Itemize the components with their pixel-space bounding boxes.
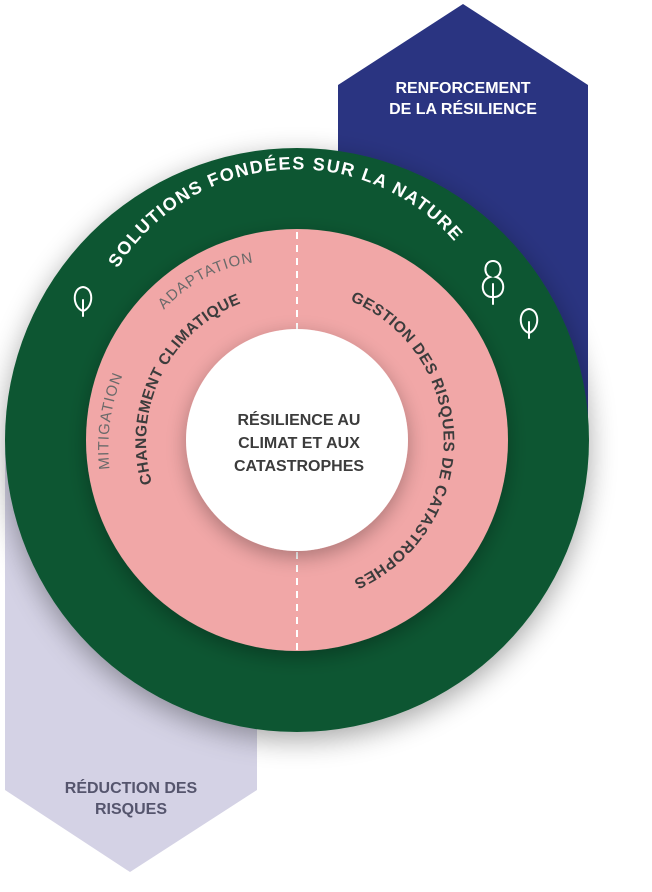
tree-icon bbox=[519, 307, 539, 339]
center-label-line1: RÉSILIENCE AU bbox=[238, 410, 361, 429]
center-circle bbox=[186, 329, 408, 551]
risk-reduction-label-line1: RÉDUCTION DES bbox=[65, 778, 198, 797]
resilience-strengthening-label-line1: RENFORCEMENT bbox=[395, 80, 530, 97]
center-label-line2: CLIMAT ET AUX bbox=[238, 435, 360, 452]
tree-icon bbox=[73, 285, 93, 317]
tree-icon bbox=[481, 259, 505, 305]
center-label-line3: CATASTROPHES bbox=[234, 458, 364, 475]
resilience-strengthening-label-line2: DE LA RÉSILIENCE bbox=[389, 99, 537, 118]
risk-reduction-label-line2: RISQUES bbox=[95, 801, 167, 818]
